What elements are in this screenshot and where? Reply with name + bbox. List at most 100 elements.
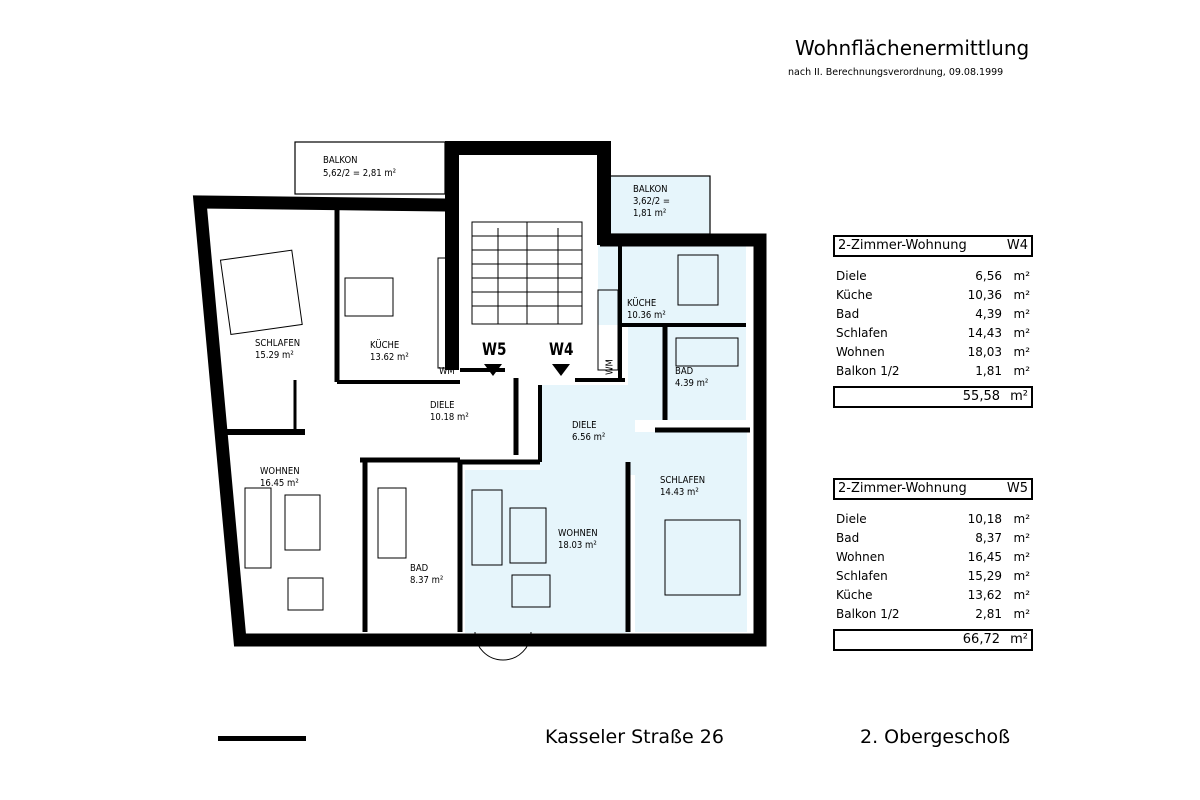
staircase [471,221,583,325]
room-name: DIELE [430,400,455,411]
address-label: Kasseler Straße 26 [545,726,724,748]
room-name: WOHNEN [558,528,598,539]
row-name: Bad [836,307,860,321]
room-name: WOHNEN [260,466,300,477]
room-area: 18.03 m² [558,540,597,551]
row-name: Diele [836,269,867,283]
w4-balcony-area: 1,81 m² [633,208,667,219]
w4-bedroom-fill [635,432,747,632]
row-value: 13,62 [967,588,1002,602]
row-value: 10,18 [967,512,1002,526]
area-table-w4: 2-Zimmer-Wohnung W4 Diele 6,56 m² Küche 10,… [833,235,1033,408]
row-name: Balkon 1/2 [836,607,900,621]
row-name: Balkon 1/2 [836,364,900,378]
room-area: 13.62 m² [370,352,409,363]
scale-bar [218,736,306,741]
room-area: 10.36 m² [627,310,666,321]
floor-label: 2. Obergeschoß [860,726,1011,748]
row-unit: m² [1013,269,1031,283]
row-name: Schlafen [836,569,888,583]
w4-hall-fill [540,385,635,475]
row-value: 15,29 [967,569,1002,583]
w4-kitchen-fill [598,245,746,325]
room-area: 14.43 m² [660,487,699,498]
w4-bath-fill [628,325,746,420]
row-unit: m² [1013,607,1031,621]
room-area: 4.39 m² [675,378,709,389]
room-area: 8.37 m² [410,575,444,586]
table-row: Balkon 1/2 1,81 m² [833,362,1033,381]
table-unit: W4 [1006,238,1028,253]
row-value: 10,36 [967,288,1002,302]
table-row: Küche 13,62 m² [833,586,1033,605]
room-name: SCHLAFEN [660,475,706,486]
row-name: Wohnen [836,345,885,359]
page-subtitle: nach II. Berechnungsverordnung, 09.08.19… [788,67,1004,78]
room-area: 6.56 m² [572,432,606,443]
row-value: 14,43 [967,326,1002,340]
row-unit: m² [1013,531,1031,545]
row-value: 18,03 [967,345,1002,359]
row-name: Bad [836,531,860,545]
page-title: Wohnflächenermittlung [795,36,1030,60]
row-unit: m² [1013,588,1031,602]
table-total: 66,72 m² [833,629,1033,651]
row-value: 8,37 [975,531,1002,545]
row-name: Küche [836,588,873,602]
washing-machine-label: WM [439,366,455,377]
total-value: 55,58 [962,389,1000,404]
w5-balcony-calc: 5,62/2 = 2,81 m² [323,168,397,179]
row-value: 2,81 [975,607,1002,621]
room-area: 10.18 m² [430,412,469,423]
table-header: 2-Zimmer-Wohnung W4 [833,235,1033,257]
row-unit: m² [1013,512,1031,526]
room-name: BAD [410,563,429,574]
w5-entry-arrow-icon [484,364,502,376]
w4-balcony-calc: 3,62/2 = [633,196,671,207]
table-title: 2-Zimmer-Wohnung [838,238,967,253]
row-unit: m² [1013,307,1031,321]
row-value: 1,81 [975,364,1002,378]
w4-fills [465,176,747,633]
room-name: KÜCHE [370,340,400,351]
table-row: Diele 6,56 m² [833,267,1033,286]
total-value: 66,72 [962,632,1000,647]
w5-marker: W5 [482,340,507,360]
w4-entry-arrow-icon [552,364,570,376]
table-title: 2-Zimmer-Wohnung [838,481,967,496]
table-row: Küche 10,36 m² [833,286,1033,305]
w5-balcony-name: BALKON [323,155,358,166]
row-unit: m² [1013,364,1031,378]
row-unit: m² [1013,550,1031,564]
table-row: Diele 10,18 m² [833,510,1033,529]
table-row: Bad 8,37 m² [833,529,1033,548]
table-unit: W5 [1006,481,1028,496]
table-header: 2-Zimmer-Wohnung W5 [833,478,1033,500]
room-area: 16.45 m² [260,478,299,489]
table-row: Schlafen 14,43 m² [833,324,1033,343]
w4-living-fill [465,470,630,633]
total-unit: m² [1010,632,1028,647]
table-row: Balkon 1/2 2,81 m² [833,605,1033,624]
room-name: KÜCHE [627,298,657,309]
walls [192,141,767,647]
room-name: SCHLAFEN [255,338,301,349]
row-name: Wohnen [836,550,885,564]
w4-marker: W4 [549,340,574,360]
room-name: DIELE [572,420,597,431]
w4-balcony-fill [610,176,710,234]
room-area: 15.29 m² [255,350,294,361]
area-table-w5: 2-Zimmer-Wohnung W5 Diele 10,18 m² Bad 8,37… [833,478,1033,651]
row-name: Schlafen [836,326,888,340]
row-unit: m² [1013,288,1031,302]
furniture [219,249,741,661]
row-name: Diele [836,512,867,526]
row-value: 6,56 [975,269,1002,283]
row-unit: m² [1013,326,1031,340]
row-name: Küche [836,288,873,302]
